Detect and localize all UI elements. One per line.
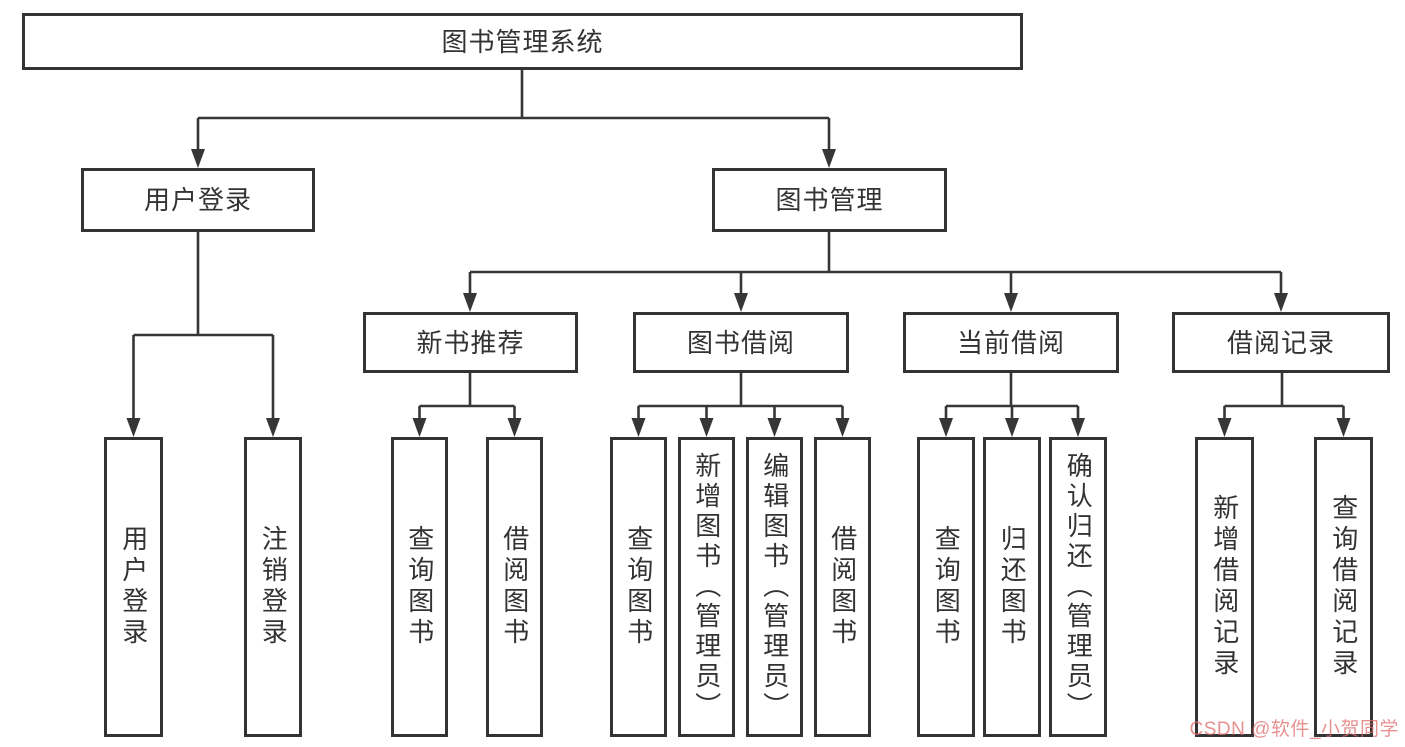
node-book-borrow: 图书借阅 (633, 312, 849, 373)
connector-line (1223, 373, 1345, 419)
arrowhead-down-icon (767, 418, 782, 437)
connector-borrow-record-children (1217, 373, 1351, 437)
connector-current-borrow-children (939, 373, 1085, 437)
connector-root-to-level1 (191, 70, 836, 168)
node-leaf-add-book-admin: 新增图书（管理员） (678, 437, 735, 737)
connector-line (468, 232, 1283, 294)
arrowhead-down-icon (507, 418, 522, 437)
node-leaf-edit-book-admin: 编辑图书（管理员） (746, 437, 803, 737)
connector-line (132, 232, 275, 419)
arrowhead-down-icon (1005, 418, 1019, 437)
node-leaf-borrow-book-1: 借阅图书 (486, 437, 543, 737)
node-leaf-confirm-return-admin: 确认归还（管理员） (1049, 437, 1107, 737)
connector-line (944, 373, 1080, 419)
arrowhead-down-icon (1004, 293, 1018, 312)
arrowhead-down-icon (1071, 418, 1085, 437)
arrowhead-down-icon (1336, 418, 1351, 437)
arrowhead-down-icon (126, 418, 141, 437)
node-leaf-query-book-2: 查询图书 (610, 437, 667, 737)
node-leaf-query-book-3: 查询图书 (917, 437, 975, 737)
connector-new-book-children (412, 373, 522, 437)
arrowhead-down-icon (631, 418, 646, 437)
node-leaf-user-login: 用户登录 (104, 437, 163, 737)
connector-book-borrow-children (631, 373, 850, 437)
arrowhead-down-icon (835, 418, 850, 437)
connector-line (418, 373, 516, 419)
arrowhead-down-icon (939, 418, 953, 437)
node-leaf-query-book-1: 查询图书 (391, 437, 448, 737)
connector-line (637, 373, 844, 419)
arrowhead-down-icon (266, 418, 280, 437)
node-root-library-system: 图书管理系统 (22, 13, 1023, 70)
node-leaf-borrow-book-2: 借阅图书 (814, 437, 871, 737)
node-leaf-add-borrow-record: 新增借阅记录 (1195, 437, 1254, 737)
node-leaf-logout: 注销登录 (244, 437, 302, 737)
node-new-book-recommend: 新书推荐 (363, 312, 578, 373)
node-current-borrow: 当前借阅 (903, 312, 1119, 373)
node-book-management: 图书管理 (712, 168, 947, 232)
arrowhead-down-icon (699, 418, 714, 437)
arrowhead-down-icon (1217, 418, 1232, 437)
arrowhead-down-icon (1274, 293, 1288, 312)
connector-user-login-children (126, 232, 280, 437)
node-leaf-return-book: 归还图书 (983, 437, 1041, 737)
node-borrow-record: 借阅记录 (1172, 312, 1390, 373)
node-user-login: 用户登录 (81, 168, 315, 232)
node-leaf-query-borrow-record: 查询借阅记录 (1314, 437, 1373, 737)
arrowhead-down-icon (734, 293, 748, 312)
arrowhead-down-icon (463, 293, 477, 312)
connector-line (196, 70, 831, 150)
arrowhead-down-icon (191, 149, 205, 168)
arrowhead-down-icon (412, 418, 427, 437)
csdn-watermark: CSDN @软件_小贺同学 (1189, 719, 1399, 740)
connector-book-mgmt-children (463, 232, 1288, 312)
arrowhead-down-icon (822, 149, 836, 168)
